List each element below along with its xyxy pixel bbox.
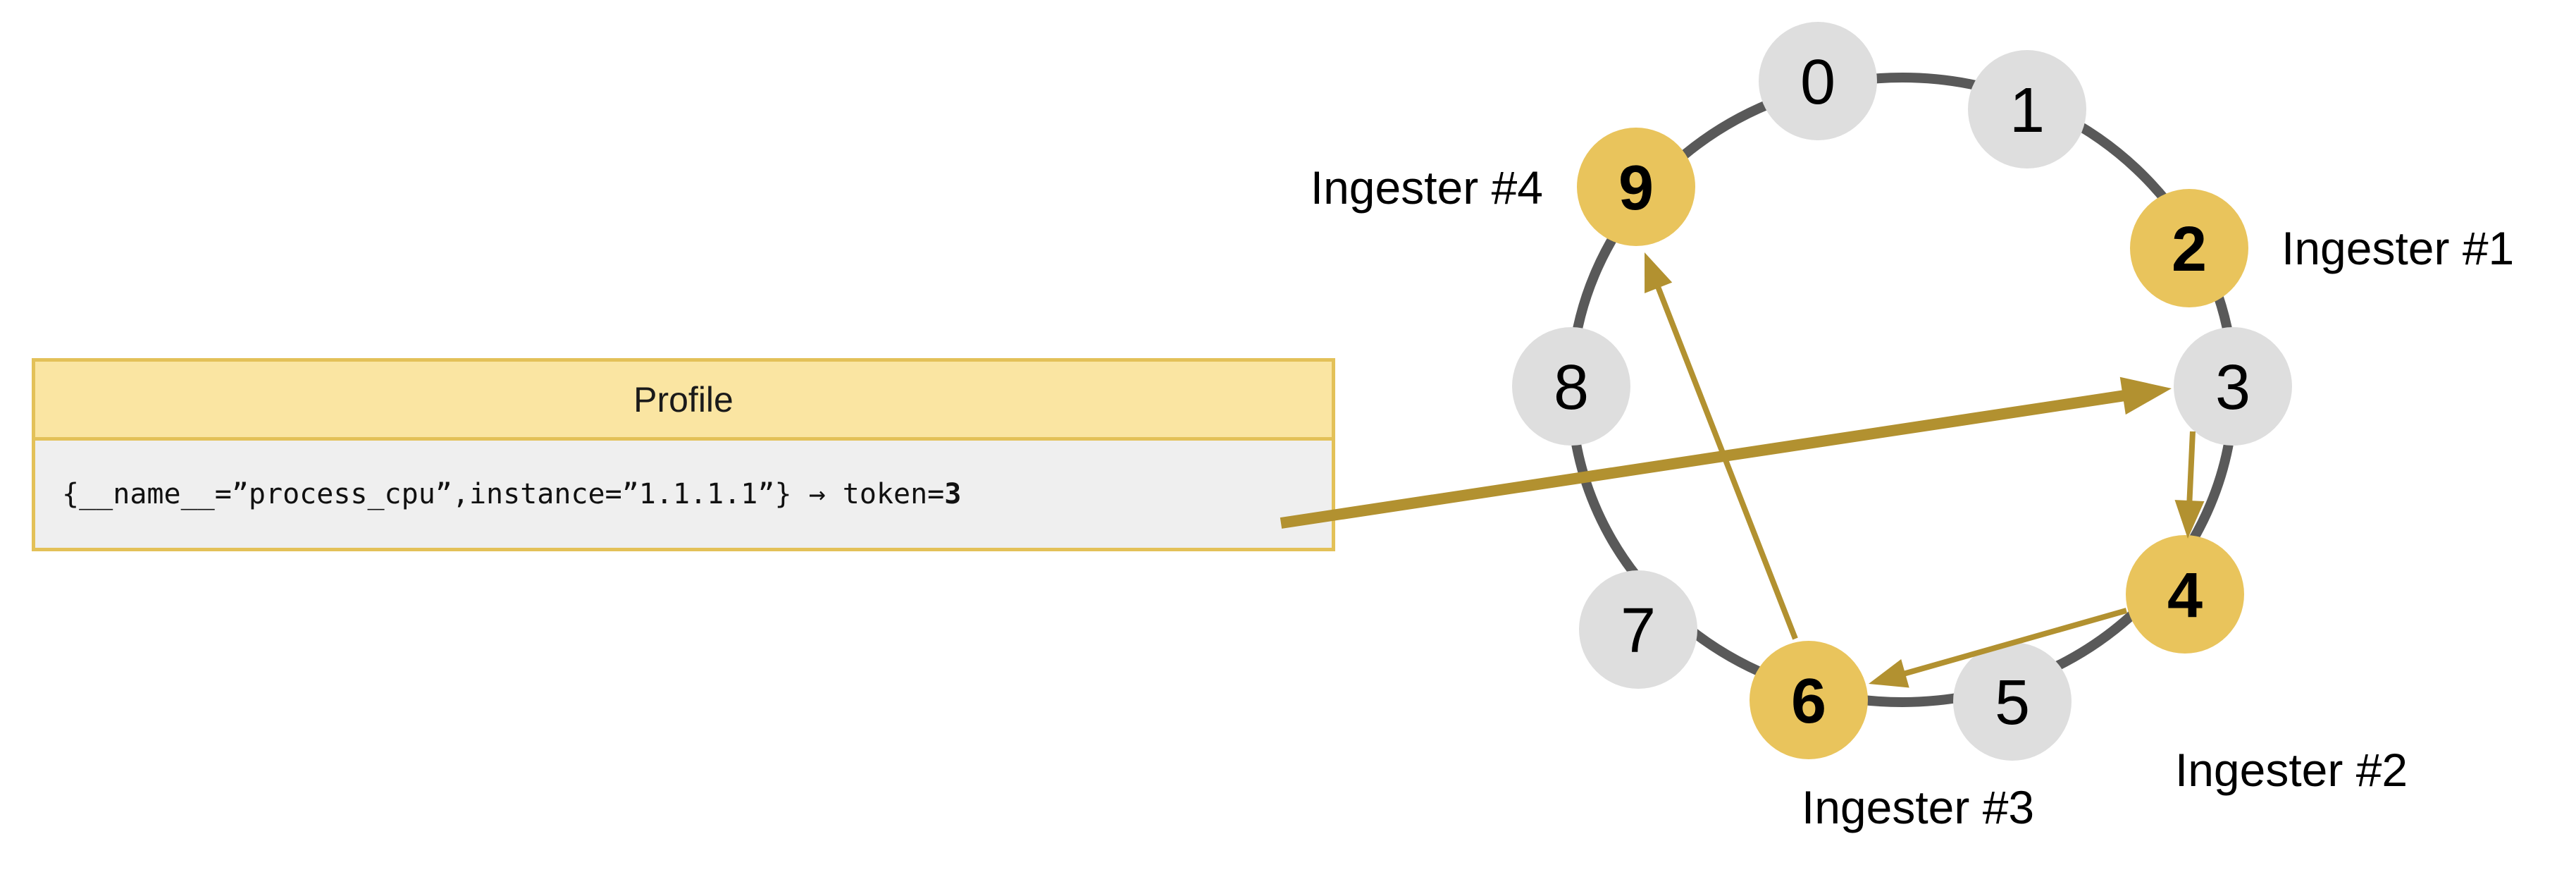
label-ingester-4: Ingester #4 [1311, 161, 1543, 214]
profile-box-body: {__name__=”process_cpu”,instance=”1.1.1.… [35, 441, 1332, 548]
profile-box-header: Profile [35, 362, 1332, 441]
ring-node-1 [1968, 50, 2086, 168]
ring-node-5 [1953, 642, 2072, 761]
ring-node-token-9: 9 [1618, 153, 1654, 223]
ring-node-token-2: 2 [2172, 214, 2207, 285]
ring-node-token-4: 4 [2167, 560, 2203, 631]
label-ingester-1: Ingester #1 [2281, 222, 2514, 274]
ring-node-token-3: 3 [2215, 352, 2250, 423]
arrow-head-token-6-to-token-9 [1645, 252, 1673, 293]
ring-node-3 [2174, 327, 2292, 446]
ring-node-token-1: 1 [2010, 75, 2045, 146]
ring-node-token-6: 6 [1791, 666, 1826, 737]
arrow-head-profile-to-token-3 [2119, 376, 2172, 415]
ring-layer [1566, 73, 2238, 707]
profile-title: Profile [633, 379, 733, 419]
ring-node-token-8: 8 [1554, 352, 1589, 423]
arrow-line-token-3-to-token-4 [2186, 431, 2196, 505]
arrow-head-token-3-to-token-4 [2174, 500, 2205, 539]
label-ingester-2: Ingester #2 [2175, 744, 2408, 796]
arrow-line-profile-to-token-3 [1280, 389, 2128, 529]
label-ingester-3: Ingester #3 [1802, 781, 2034, 833]
ring-node-4 [2126, 535, 2244, 654]
arrow-layer [1280, 252, 2205, 688]
ring-node-9 [1577, 128, 1695, 246]
profile-box: Profile {__name__=”process_cpu”,instance… [32, 358, 1335, 551]
ring-node-token-0: 0 [1800, 47, 1835, 118]
profile-series-text: {__name__=”process_cpu”,instance=”1.1.1.… [62, 478, 945, 510]
ring-circle [1566, 73, 2238, 707]
label-layer: Ingester #4 Ingester #1 Ingester #2 Ingeste… [1311, 161, 2514, 833]
arrow-head-token-4-to-token-6 [1869, 659, 1909, 688]
ring-node-7 [1579, 570, 1697, 689]
ring-node-token-5: 5 [1995, 668, 2030, 738]
ring-node-6 [1750, 641, 1868, 759]
arrow-line-token-4-to-token-6 [1900, 608, 2128, 677]
ring-node-2 [2130, 189, 2248, 307]
arrow-line-token-6-to-token-9 [1654, 283, 1798, 640]
ring-node-8 [1512, 327, 1630, 446]
profile-token-value: 3 [944, 478, 962, 510]
ring-node-0 [1759, 22, 1877, 140]
ring-node-token-7: 7 [1621, 596, 1656, 666]
